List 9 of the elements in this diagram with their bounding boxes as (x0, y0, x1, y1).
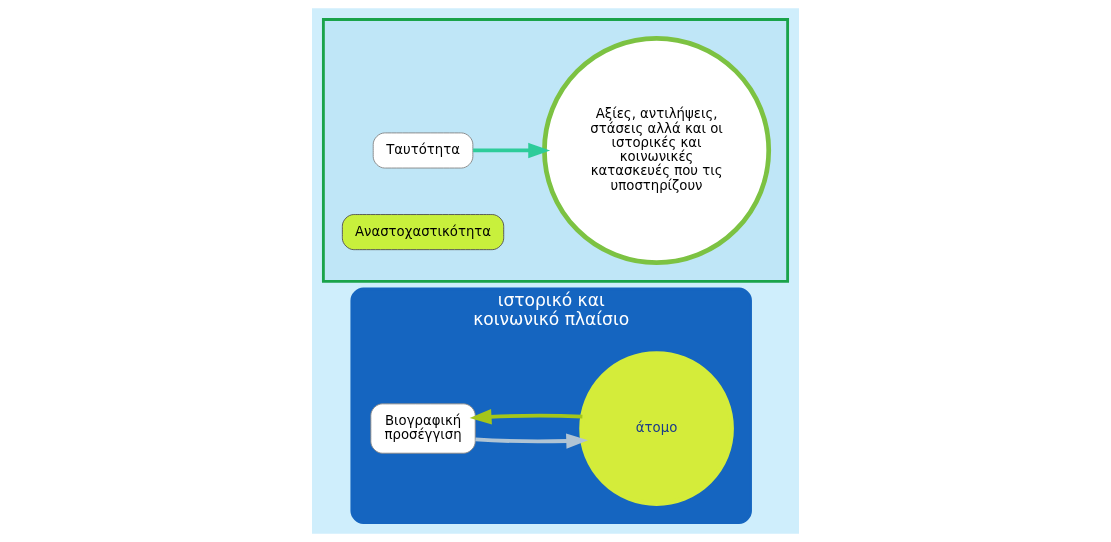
arrow (469, 409, 583, 425)
arrow (473, 142, 551, 159)
node-box: Βιογραφική προσέγγιση (370, 403, 476, 454)
node-circle: Αξίες, αντιλήψεις, στάσεις αλλά και οι ιστορικές και κοινωνικές κατασκευές που τις υποστηρίζουν (542, 35, 772, 265)
node-box: Αναστοχαστικότητα (341, 214, 505, 251)
node-circle: άτομο (579, 351, 734, 506)
cluster (321, 18, 790, 283)
node-box: Ταυτότητα (372, 132, 474, 169)
arrow (475, 433, 589, 449)
